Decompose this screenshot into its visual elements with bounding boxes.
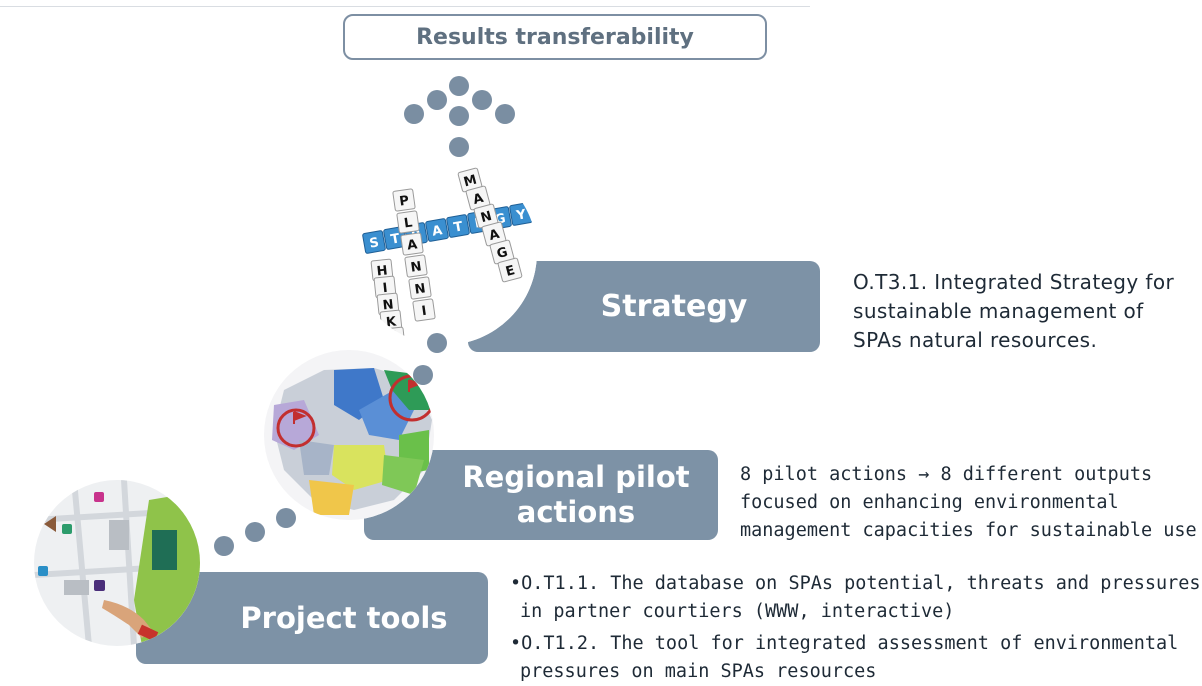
crossword-cube: A xyxy=(400,232,424,256)
strategy-description-text: O.T3.1. Integrated Strategy for sustaina… xyxy=(853,270,1175,352)
crossword-cube: G xyxy=(489,239,515,265)
crossword-cube: I xyxy=(412,298,436,322)
crossword-cube: M xyxy=(457,167,483,193)
crossword-cube: H xyxy=(382,326,406,345)
crossword-cube: Y xyxy=(509,202,533,226)
strategy-crossword-image: STRATEGYPLANNIMANAGEHINKH xyxy=(352,160,537,345)
connector-dot xyxy=(214,536,234,556)
svg-text:T: T xyxy=(453,219,464,235)
connector-dot xyxy=(413,365,433,385)
svg-text:L: L xyxy=(403,215,413,231)
arrow-dot xyxy=(427,90,447,110)
arrow-dot xyxy=(449,106,469,126)
svg-text:N: N xyxy=(410,259,423,275)
top-divider xyxy=(0,6,810,7)
tools-bullet2-line2: pressures on main SPAs resources xyxy=(520,661,877,682)
tools-description: •O.T1.1. The database on SPAs potential,… xyxy=(510,570,1201,686)
arrow-dot xyxy=(449,137,469,157)
crossword-cube: H xyxy=(370,258,394,282)
crossword-cube: N xyxy=(408,276,432,300)
crossword-cube: N xyxy=(473,203,499,229)
svg-text:K: K xyxy=(385,314,398,330)
svg-text:P: P xyxy=(398,193,410,209)
svg-text:I: I xyxy=(382,281,388,296)
svg-text:H: H xyxy=(376,263,388,279)
svg-text:I: I xyxy=(421,304,428,320)
strategy-description: O.T3.1. Integrated Strategy for sustaina… xyxy=(853,268,1188,355)
svg-text:A: A xyxy=(406,237,418,253)
pilot-description-line3: management capacities for sustainable us… xyxy=(740,520,1197,541)
connector-dot xyxy=(245,522,265,542)
crossword-cube: N xyxy=(376,292,400,316)
tools-bullet1-line1: •O.T1.1. The database on SPAs potential,… xyxy=(510,573,1201,594)
pilot-label-line1: Regional pilot xyxy=(462,460,690,494)
regional-map-image xyxy=(264,350,434,520)
arrow-dot xyxy=(404,104,424,124)
arrow-dot xyxy=(495,104,515,124)
tools-bullet2-line1: •O.T1.2. The tool for integrated assessm… xyxy=(510,633,1179,654)
strategy-label: Strategy xyxy=(600,289,748,324)
svg-text:A: A xyxy=(431,223,444,240)
crossword-cube: P xyxy=(392,188,416,212)
crossword-cube: L xyxy=(396,210,420,234)
svg-text:M: M xyxy=(462,173,478,191)
connector-dot xyxy=(427,333,447,353)
crossword-cubes-graphic: STRATEGYPLANNIMANAGEHINKH xyxy=(352,160,537,345)
project-tools-map-image xyxy=(34,480,200,646)
svg-text:N: N xyxy=(479,209,493,226)
crossword-cube: E xyxy=(497,257,523,283)
svg-text:T: T xyxy=(390,231,401,247)
connector-dot xyxy=(276,508,296,528)
title-text: Results transferability xyxy=(416,24,694,50)
pilot-label-line2: actions xyxy=(516,495,636,529)
pilot-description-line2: focused on enhancing environmental xyxy=(740,492,1119,513)
svg-text:S: S xyxy=(368,235,380,251)
crossword-cube: A xyxy=(425,218,449,242)
crossword-cube: N xyxy=(404,254,428,278)
tablet-map-graphic xyxy=(34,480,200,646)
tools-label: Project tools xyxy=(240,601,448,635)
svg-text:H: H xyxy=(388,331,400,345)
svg-text:N: N xyxy=(414,281,427,297)
strategy-box: Strategy xyxy=(468,261,820,352)
crossword-cube: T xyxy=(446,214,470,238)
tools-bullet1-line2: in partner courtiers (WWW, interactive) xyxy=(520,601,955,622)
svg-text:E: E xyxy=(504,263,516,280)
pilot-description: 8 pilot actions → 8 different outputs fo… xyxy=(740,461,1197,545)
svg-text:G: G xyxy=(495,245,509,262)
svg-text:Y: Y xyxy=(514,207,527,224)
pilot-description-line1: 8 pilot actions → 8 different outputs xyxy=(740,464,1153,485)
crossword-cube: A xyxy=(465,185,491,211)
svg-text:A: A xyxy=(488,227,502,244)
crossword-cube: K xyxy=(379,309,403,333)
arrow-dot xyxy=(449,76,469,96)
crossword-cube: S xyxy=(362,230,386,254)
results-transferability-title: Results transferability xyxy=(343,14,767,60)
svg-text:N: N xyxy=(382,297,394,313)
svg-text:A: A xyxy=(472,191,486,208)
arrow-dot xyxy=(472,90,492,110)
regional-map-graphic xyxy=(264,350,434,520)
